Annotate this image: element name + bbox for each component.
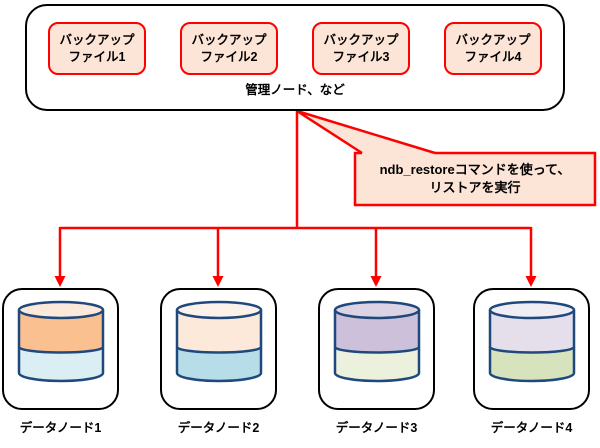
backup-file-box-4: バックアップ ファイル4	[444, 22, 542, 75]
database-cylinder-icon	[333, 300, 420, 383]
cylinder-bottom-band	[176, 347, 261, 381]
database-cylinder-icon	[17, 300, 104, 383]
down-arrow-icon	[525, 276, 537, 287]
down-arrow-icons	[54, 276, 537, 287]
management-node-label: 管理ノード、など	[245, 83, 345, 97]
red-connector-lines	[58, 111, 533, 278]
data-node-box-4	[473, 288, 590, 410]
down-arrow-icon	[54, 276, 66, 287]
cylinder-outline	[333, 310, 420, 383]
cylinder-lid	[17, 300, 104, 320]
data-node-box-2	[160, 288, 277, 410]
data-node-box-1	[2, 288, 119, 410]
database-cylinder-icon	[175, 300, 262, 383]
cylinder-bottom-band	[334, 347, 419, 381]
backup-file-box-2: バックアップ ファイル2	[180, 22, 278, 75]
data-node-label-3: データノード3	[335, 421, 418, 435]
cylinder-top-band	[489, 310, 574, 353]
cylinder-divider	[488, 346, 575, 354]
cylinder-outline	[175, 310, 262, 383]
cylinder-divider	[333, 346, 420, 354]
data-node-label-4: データノード4	[490, 421, 573, 435]
data-node-label-2: データノード2	[177, 421, 260, 435]
data-node-box-3	[318, 288, 435, 410]
cylinder-lid	[333, 300, 420, 320]
down-arrow-icon	[212, 276, 224, 287]
cylinder-top-band	[334, 310, 419, 353]
callout-border	[353, 151, 597, 207]
cylinder-bottom-band	[18, 347, 103, 381]
backup-file-box-3: バックアップ ファイル3	[312, 22, 410, 75]
down-arrow-icon	[370, 276, 382, 287]
cylinder-lid	[175, 300, 262, 320]
backup-file-box-1: バックアップ ファイル1	[48, 22, 146, 75]
cylinder-bottom-band	[489, 347, 574, 381]
connector-stem-lines	[58, 227, 533, 278]
cylinder-top-band	[18, 310, 103, 353]
cylinder-outline	[488, 310, 575, 383]
data-node-label-1: データノード1	[19, 421, 102, 435]
cylinder-outline	[17, 310, 104, 383]
cylinder-top-band	[176, 310, 261, 353]
database-cylinder-icon	[488, 300, 575, 383]
callout-pointer	[296, 109, 436, 155]
callout-text: ndb_restoreコマンドを使って、 リストアを実行	[379, 162, 571, 195]
callout-box	[355, 153, 595, 205]
callout-shape	[296, 109, 597, 207]
cylinder-lid	[488, 300, 575, 320]
cylinder-divider	[17, 346, 104, 354]
cylinder-divider	[175, 346, 262, 354]
